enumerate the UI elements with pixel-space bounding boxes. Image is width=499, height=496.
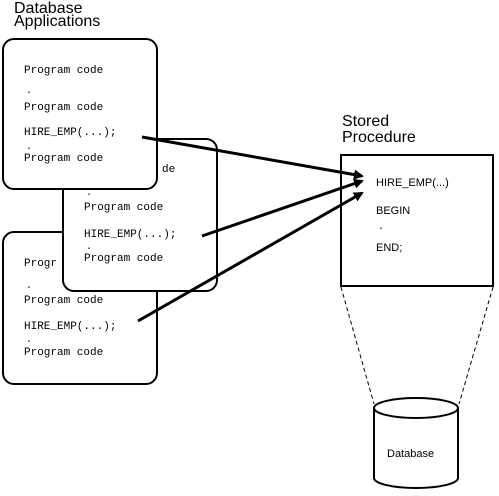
app3-line2: Program code (24, 295, 104, 307)
app2-fragment: de (162, 164, 176, 176)
dashed-line-left (340, 286, 375, 405)
app1-dot2: . (26, 142, 33, 153)
app3-dot2: . (26, 335, 33, 346)
app2-line3: Program code (84, 253, 164, 265)
procedure-begin: BEGIN (376, 205, 411, 217)
app2-call: HIRE_EMP(...); (84, 229, 177, 241)
app3-dot1: . (26, 281, 33, 292)
procedure-header: HIRE_EMP(...) (376, 177, 449, 189)
app1-line3: Program code (24, 153, 104, 165)
database-label: Database (387, 448, 435, 460)
stored-procedure-box (340, 154, 494, 287)
app3-call: HIRE_EMP(...); (24, 321, 117, 333)
app1-line2: Program code (24, 102, 104, 114)
app3-fragment: Progr (24, 258, 58, 270)
database-cylinder-icon (373, 397, 459, 489)
arrow-app2-to-procedure (201, 178, 364, 238)
app2-dot2: . (86, 242, 93, 253)
app1-call: HIRE_EMP(...); (24, 127, 117, 139)
app3-line3: Program code (24, 347, 104, 359)
dashed-line-right (458, 286, 494, 405)
arrow-app3-to-procedure (137, 191, 364, 323)
apps-title-line1: Database (14, 0, 83, 17)
proc-title-line2: Procedure (342, 129, 416, 146)
app2-line2: Program code (84, 202, 164, 214)
app1-dot1: . (26, 86, 33, 97)
procedure-dot: . (378, 222, 385, 233)
arrow-app1-to-procedure (141, 135, 364, 180)
procedure-end: END; (376, 242, 403, 254)
proc-title-line1: Stored (342, 113, 390, 130)
app2-dot1: . (86, 188, 93, 199)
application-box-1 (2, 38, 158, 190)
app1-line1: Program code (24, 65, 104, 77)
apps-title-line2: Applications (14, 13, 101, 30)
